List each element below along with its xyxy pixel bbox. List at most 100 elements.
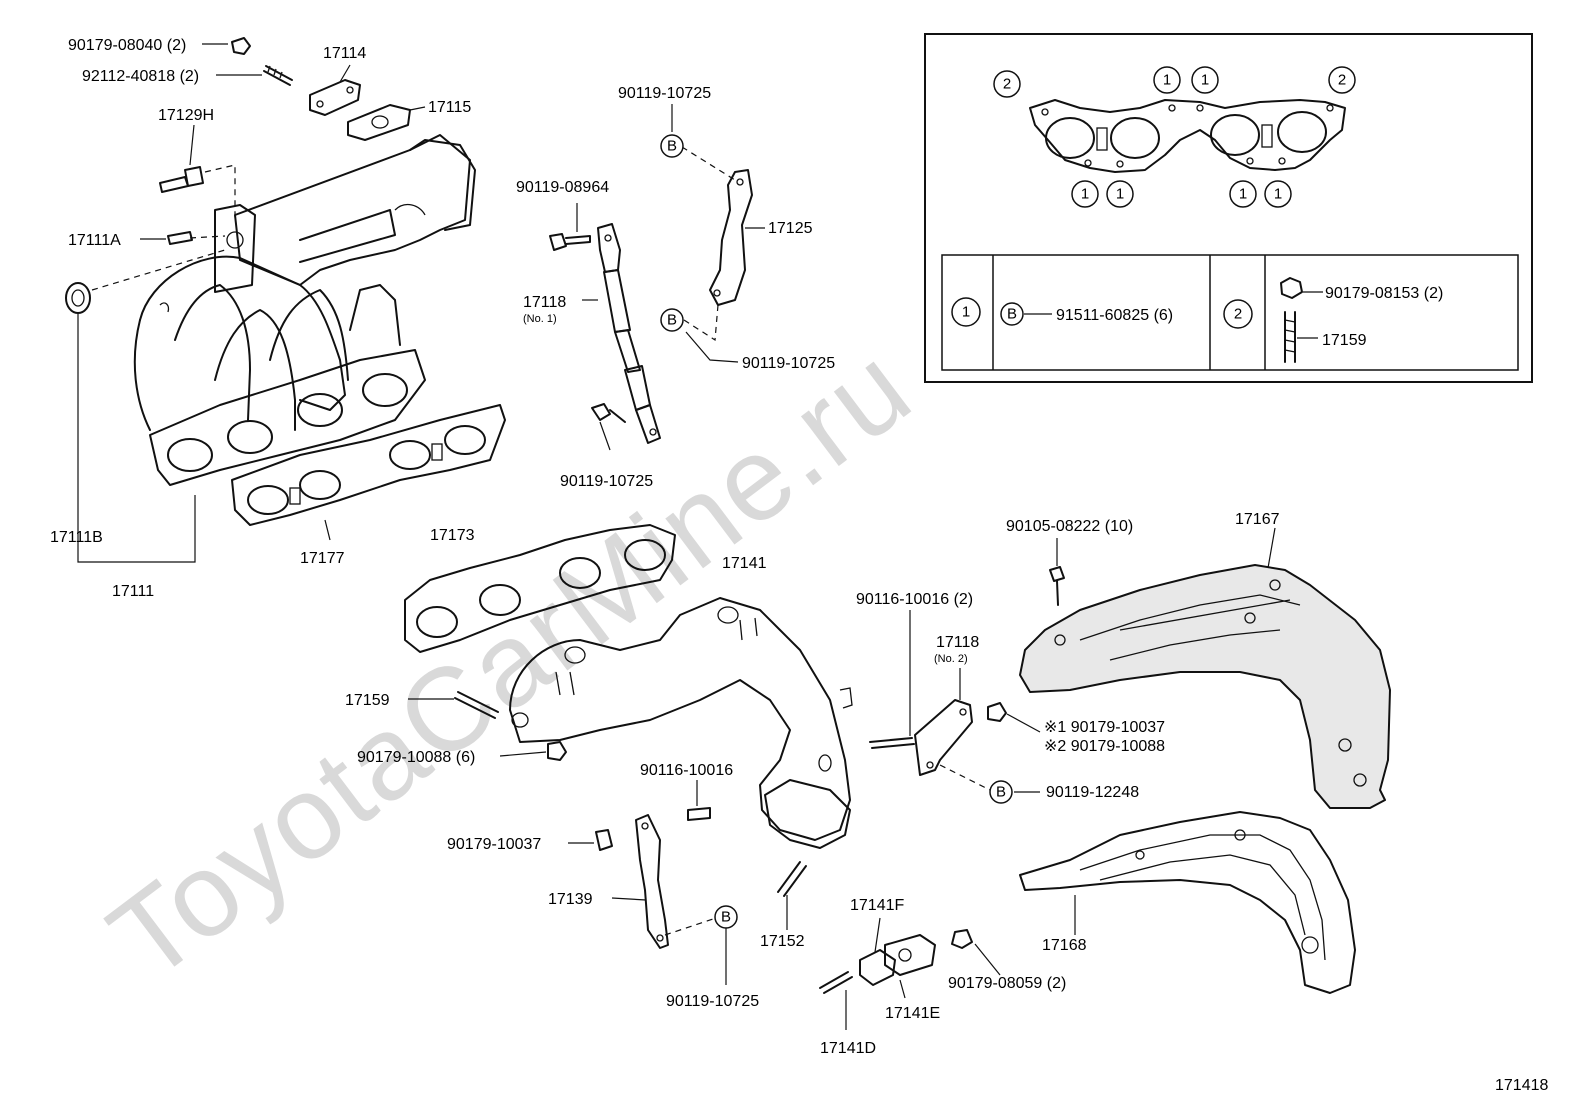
stay-17118-no1-drawing xyxy=(597,223,661,444)
inset-label-17159: 17159 xyxy=(1322,332,1367,349)
label-17111B: 17111B xyxy=(50,529,103,546)
svg-text:B: B xyxy=(667,312,677,329)
inset-gasket-drawing xyxy=(1029,99,1346,173)
intake-manifold-drawing xyxy=(133,134,476,486)
label-17141F: 17141F xyxy=(850,897,904,914)
stud-17152-drawing xyxy=(777,861,807,897)
bolt-17111A-drawing xyxy=(167,231,193,245)
svg-text:1: 1 xyxy=(962,304,970,321)
label-17129H: 17129H xyxy=(158,107,214,124)
marker-one-bot-d: 1 xyxy=(1264,180,1292,208)
label-17177: 17177 xyxy=(300,550,345,567)
stay-17125-drawing xyxy=(709,169,753,306)
label-90179-10088-6: 90179-10088 (6) xyxy=(357,749,475,766)
marker-b-top: B xyxy=(660,134,684,158)
label-92112-40818: 92112-40818 (2) xyxy=(82,68,199,85)
inset-stud-17159-drawing xyxy=(1284,311,1296,363)
label-17118-no1-sub: (No. 1) xyxy=(523,313,557,325)
label-17141D: 17141D xyxy=(820,1040,876,1057)
svg-text:B: B xyxy=(721,909,731,926)
bolt-90119-10725-low-drawing xyxy=(591,403,626,423)
nut-90179-10088-drawing xyxy=(547,741,567,761)
diagram-id: 171418 xyxy=(1495,1077,1548,1094)
svg-text:1: 1 xyxy=(1163,72,1171,89)
svg-text:B: B xyxy=(667,138,677,155)
label-90119-10725-mid: 90119-10725 xyxy=(742,355,835,372)
heat-insulator-17167-drawing xyxy=(1019,564,1391,809)
label-17152: 17152 xyxy=(760,933,805,950)
plate-17114-drawing xyxy=(309,79,361,116)
stud-17159-drawing xyxy=(454,691,499,719)
inset-label-91511-60825: 91511-60825 (6) xyxy=(1056,307,1173,324)
label-17168: 17168 xyxy=(1042,937,1087,954)
gasket-17173-drawing xyxy=(404,524,676,653)
label-17118-no1: 17118 xyxy=(523,294,566,311)
exhaust-manifold-17141-drawing xyxy=(509,597,853,849)
stud-90116-10016-drawing xyxy=(687,807,711,821)
marker-one-top-a: 1 xyxy=(1153,66,1181,94)
svg-text:1: 1 xyxy=(1274,186,1282,203)
label-90116-10016: 90116-10016 xyxy=(640,762,733,779)
seal-ring-17111B-drawing xyxy=(65,282,91,314)
label-90105-08222: 90105-08222 (10) xyxy=(1006,518,1133,535)
label-90179-08059: 90179-08059 (2) xyxy=(948,975,1066,992)
gasket-17115-drawing xyxy=(347,104,411,141)
label-17111A: 17111A xyxy=(68,232,121,249)
marker-one-bot-c: 1 xyxy=(1229,180,1257,208)
label-90116-10016-2: 90116-10016 (2) xyxy=(856,591,973,608)
label-90179-08040: 90179-08040 (2) xyxy=(68,37,186,54)
marker-one-bot-a: 1 xyxy=(1071,180,1099,208)
nut-90179-08059-drawing xyxy=(951,929,973,949)
stud-92112-40818-drawing xyxy=(263,65,293,86)
label-90119-12248: 90119-12248 xyxy=(1046,784,1139,801)
label-17141E: 17141E xyxy=(885,1005,940,1022)
label-90119-10725-bot: 90119-10725 xyxy=(666,993,759,1010)
bolt-90119-08964-drawing xyxy=(549,233,591,251)
svg-text:1: 1 xyxy=(1116,186,1124,203)
stud-90116-10016-2-drawing xyxy=(869,737,915,749)
label-17167: 17167 xyxy=(1235,511,1280,528)
label-90179-10088-n2: ※2 90179-10088 xyxy=(1044,738,1165,755)
table-key-one: 1 xyxy=(951,297,981,327)
svg-text:2: 2 xyxy=(1234,306,1242,323)
marker-b-17118-no2: B xyxy=(989,780,1013,804)
svg-text:1: 1 xyxy=(1081,186,1089,203)
heat-insulator-17168-drawing xyxy=(1019,811,1356,994)
gasket-17177-drawing xyxy=(231,404,506,526)
bolt-90105-08222-drawing xyxy=(1049,566,1065,606)
label-17173: 17173 xyxy=(430,527,475,544)
label-90119-08964: 90119-08964 xyxy=(516,179,609,196)
table-key-two: 2 xyxy=(1223,299,1253,329)
svg-text:1: 1 xyxy=(1239,186,1247,203)
marker-two-left: 2 xyxy=(993,70,1021,98)
marker-b-inset: B xyxy=(1000,302,1024,326)
sensor-17129H-drawing xyxy=(159,166,204,193)
bolt-90179-08040-drawing xyxy=(231,37,251,55)
label-90119-10725-low: 90119-10725 xyxy=(560,473,653,490)
label-17114: 17114 xyxy=(323,45,366,62)
stud-17141D-drawing xyxy=(819,971,853,994)
svg-text:2: 2 xyxy=(1338,72,1346,89)
svg-text:B: B xyxy=(1007,306,1017,323)
stay-17139-drawing xyxy=(635,814,669,949)
marker-one-bot-b: 1 xyxy=(1106,180,1134,208)
nut-90179-10037-10088-drawing xyxy=(987,702,1007,722)
plate-17141F-drawing xyxy=(859,949,896,986)
gasket-17141E-drawing xyxy=(884,934,936,976)
svg-text:2: 2 xyxy=(1003,76,1011,93)
label-90119-10725-top: 90119-10725 xyxy=(618,85,711,102)
label-17125: 17125 xyxy=(768,220,813,237)
stay-17118-no2-drawing xyxy=(914,699,973,776)
label-90179-10037-n1: ※1 90179-10037 xyxy=(1044,719,1165,736)
svg-text:B: B xyxy=(996,784,1006,801)
label-17118-no2: 17118 xyxy=(936,634,979,651)
marker-b-mid: B xyxy=(660,308,684,332)
label-17118-no2-sub: (No. 2) xyxy=(934,653,968,665)
marker-b-17139: B xyxy=(714,905,738,929)
label-17111: 17111 xyxy=(112,583,154,600)
inset-label-90179-08153: 90179-08153 (2) xyxy=(1325,285,1443,302)
label-17139: 17139 xyxy=(548,891,593,908)
svg-text:1: 1 xyxy=(1201,72,1209,89)
label-17141: 17141 xyxy=(722,555,767,572)
